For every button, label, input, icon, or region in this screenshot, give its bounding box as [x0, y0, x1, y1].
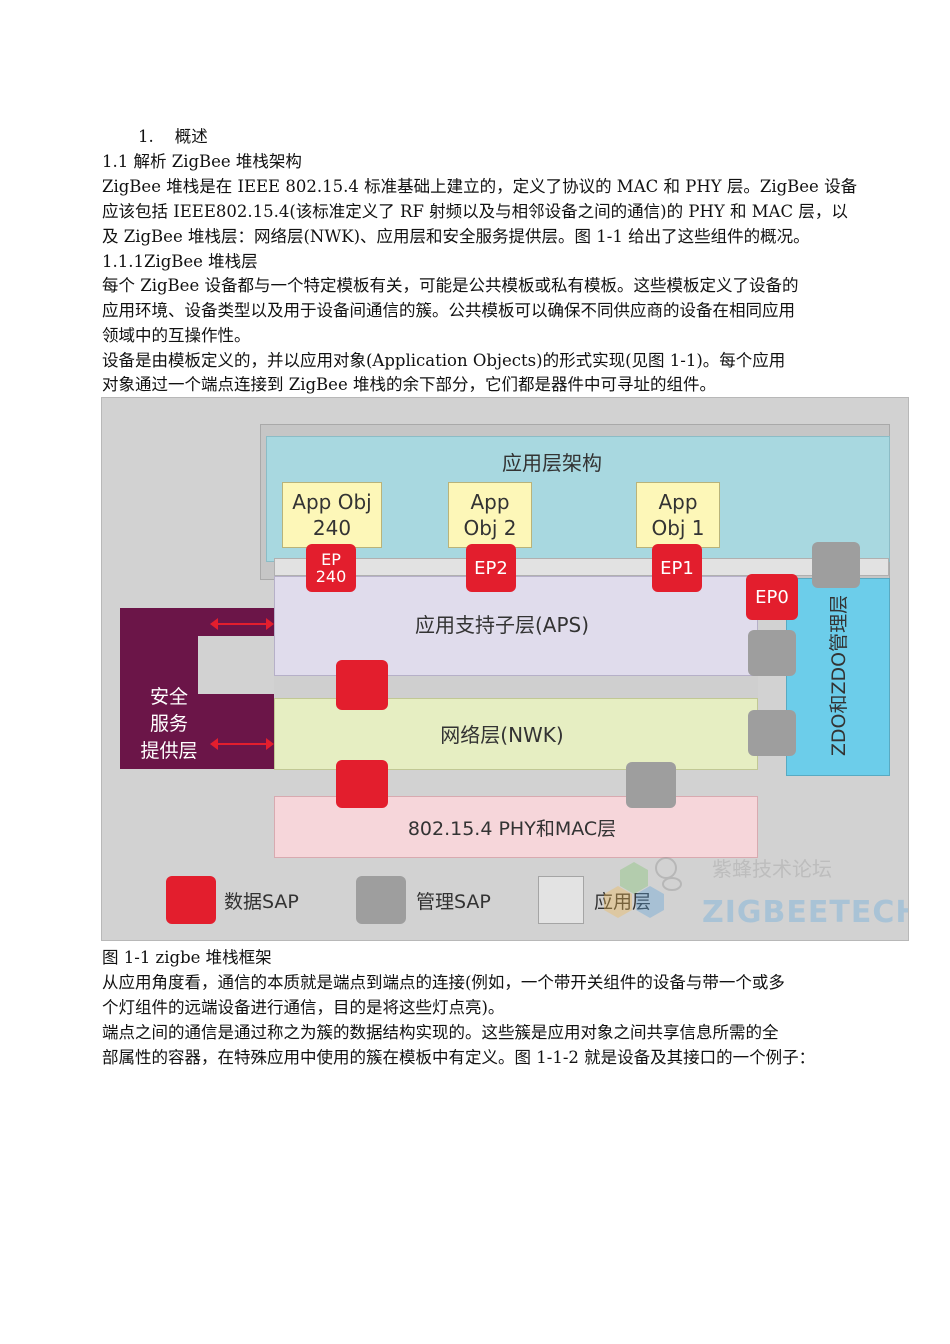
para2-line3: 领域中的互操作性。: [102, 326, 251, 345]
para2-line2: 应用环境、设备类型以及用于设备间通信的簇。公共模板可以确保不同供应商的设备在相同…: [102, 301, 795, 320]
para5-line1: 端点之间的通信是通过称之为簇的数据结构实现的。这些簇是应用对象之间共享信息所需的…: [102, 1023, 779, 1042]
app-obj-1-l1: App: [658, 490, 698, 514]
para2-line1: 每个 ZigBee 设备都与一个特定模板有关，可能是公共模板或私有模板。这些模板…: [102, 276, 799, 295]
legend-data-sap-label: 数据SAP: [224, 890, 299, 913]
nwk-phy-mgmt-sap: [626, 762, 676, 808]
legend-app-layer-label: 应用层: [594, 884, 674, 916]
heading-number: 1.: [138, 127, 154, 146]
app-obj-2-l1: App: [470, 490, 510, 514]
zdo-mgmt-sap-top: [812, 542, 860, 588]
ep0-data-sap: EP0: [746, 574, 798, 620]
nwk-phy-data-sap: [336, 760, 388, 808]
para4-line2: 个灯组件的远端设备进行通信，目的是将这些灯点亮)。: [102, 998, 505, 1017]
ep240-l1: EP: [321, 550, 341, 569]
para3-line2: 对象通过一个端点连接到 ZigBee 堆栈的余下部分，它们都是器件中可寻址的组件…: [102, 375, 716, 394]
phy-mac-label: 802.15.4 PHY和MAC层: [407, 817, 617, 840]
security-label: 安全服务提供层: [124, 680, 214, 768]
para4-line1: 从应用角度看，通信的本质就是端点到端点的连接(例如，一个带开关组件的设备与带一个…: [102, 973, 785, 992]
para5-line2: 部属性的容器，在特殊应用中使用的簇在模板中有定义。图 1-1-2 就是设备及其接…: [102, 1048, 816, 1067]
watermark-logo: [600, 850, 686, 932]
zdo-label: ZDO和ZDO管理层: [794, 588, 882, 763]
aps-mgmt-sap: [748, 630, 796, 676]
app-obj-240-l1: App Obj: [292, 490, 372, 514]
ep1-data-sap: EP1: [652, 544, 702, 592]
legend-app-layer-swatch: [538, 876, 584, 924]
nwk-label: 网络层(NWK): [440, 722, 564, 747]
section-1-1-title: 1.1 解析 ZigBee 堆栈架构: [102, 152, 302, 171]
bee-logo-icon: [604, 857, 682, 918]
app-obj-240-l2: 240: [312, 516, 352, 540]
aps-nwk-data-sap: [336, 660, 388, 710]
para1-line2: 应该包括 IEEE802.15.4(该标准定义了 RF 射频以及与相邻设备之间的…: [102, 202, 848, 221]
security-label-l1: 安全: [149, 685, 188, 708]
nwk-layer: [274, 698, 758, 770]
security-label-l3: 提供层: [140, 739, 198, 762]
security-nwk-arrow: [210, 738, 274, 750]
para3-line1: 设备是由模板定义的，并以应用对象(Application Objects)的形式…: [102, 351, 786, 370]
app-obj-1-l2: Obj 1: [651, 516, 705, 540]
section-1-1-1-title: 1.1.1ZigBee 堆栈层: [102, 252, 258, 271]
para1-line1: ZigBee 堆栈是在 IEEE 802.15.4 标准基础上建立的，定义了协议…: [102, 177, 858, 196]
zdo-column: [786, 578, 890, 776]
ep240-l2: 240: [315, 567, 347, 586]
app-obj-2-l2: Obj 2: [463, 516, 517, 540]
legend-mgmt-sap-swatch: [356, 876, 406, 924]
zdo-label-text: ZDO和ZDO管理层: [828, 594, 851, 757]
figure-caption: 图 1-1 zigbe 堆栈框架: [102, 948, 272, 967]
watermark-cn: 紫蜂技术论坛: [712, 856, 832, 881]
heading-title: 概述: [174, 127, 208, 146]
nwk-mgmt-sap: [748, 710, 796, 756]
security-aps-arrow: [210, 618, 274, 630]
heading-1: 1. 概述: [138, 125, 208, 150]
app-aps-strip: [274, 558, 889, 576]
watermark-en: ZIGBEETECH: [702, 894, 909, 930]
para1-line3: 及 ZigBee 堆栈层：网络层(NWK)、应用层和安全服务提供层。图 1-1 …: [102, 227, 810, 246]
aps-label: 应用支持子层(APS): [414, 612, 590, 637]
aps-layer: [274, 576, 758, 676]
legend-data-sap-swatch: [166, 876, 216, 924]
security-label-l2: 服务: [149, 712, 188, 735]
security-notch: [198, 636, 274, 694]
aps-nwk-gap: [274, 676, 758, 698]
ep2-data-sap: EP2: [466, 544, 516, 592]
app-layer-label: 应用层架构: [502, 450, 602, 475]
legend-mgmt-sap-label: 管理SAP: [416, 890, 491, 913]
